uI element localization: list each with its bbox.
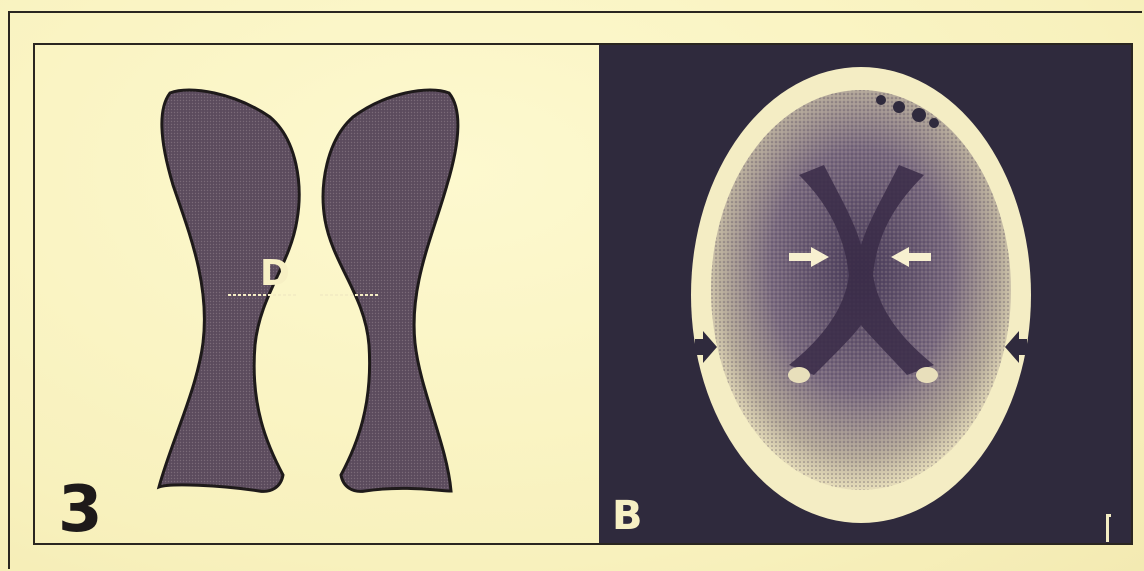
measurement-label: D <box>255 252 295 296</box>
panel-label: B <box>612 494 643 538</box>
ventricle-diagram <box>35 45 598 543</box>
ct-scan-panel <box>599 45 1131 543</box>
right-ventricle-shape <box>323 90 458 491</box>
ventricle-diagram-panel <box>35 45 598 543</box>
figure-number: 3 <box>58 478 103 542</box>
ct-scan-image <box>599 45 1131 543</box>
scale-mark <box>1106 514 1111 542</box>
